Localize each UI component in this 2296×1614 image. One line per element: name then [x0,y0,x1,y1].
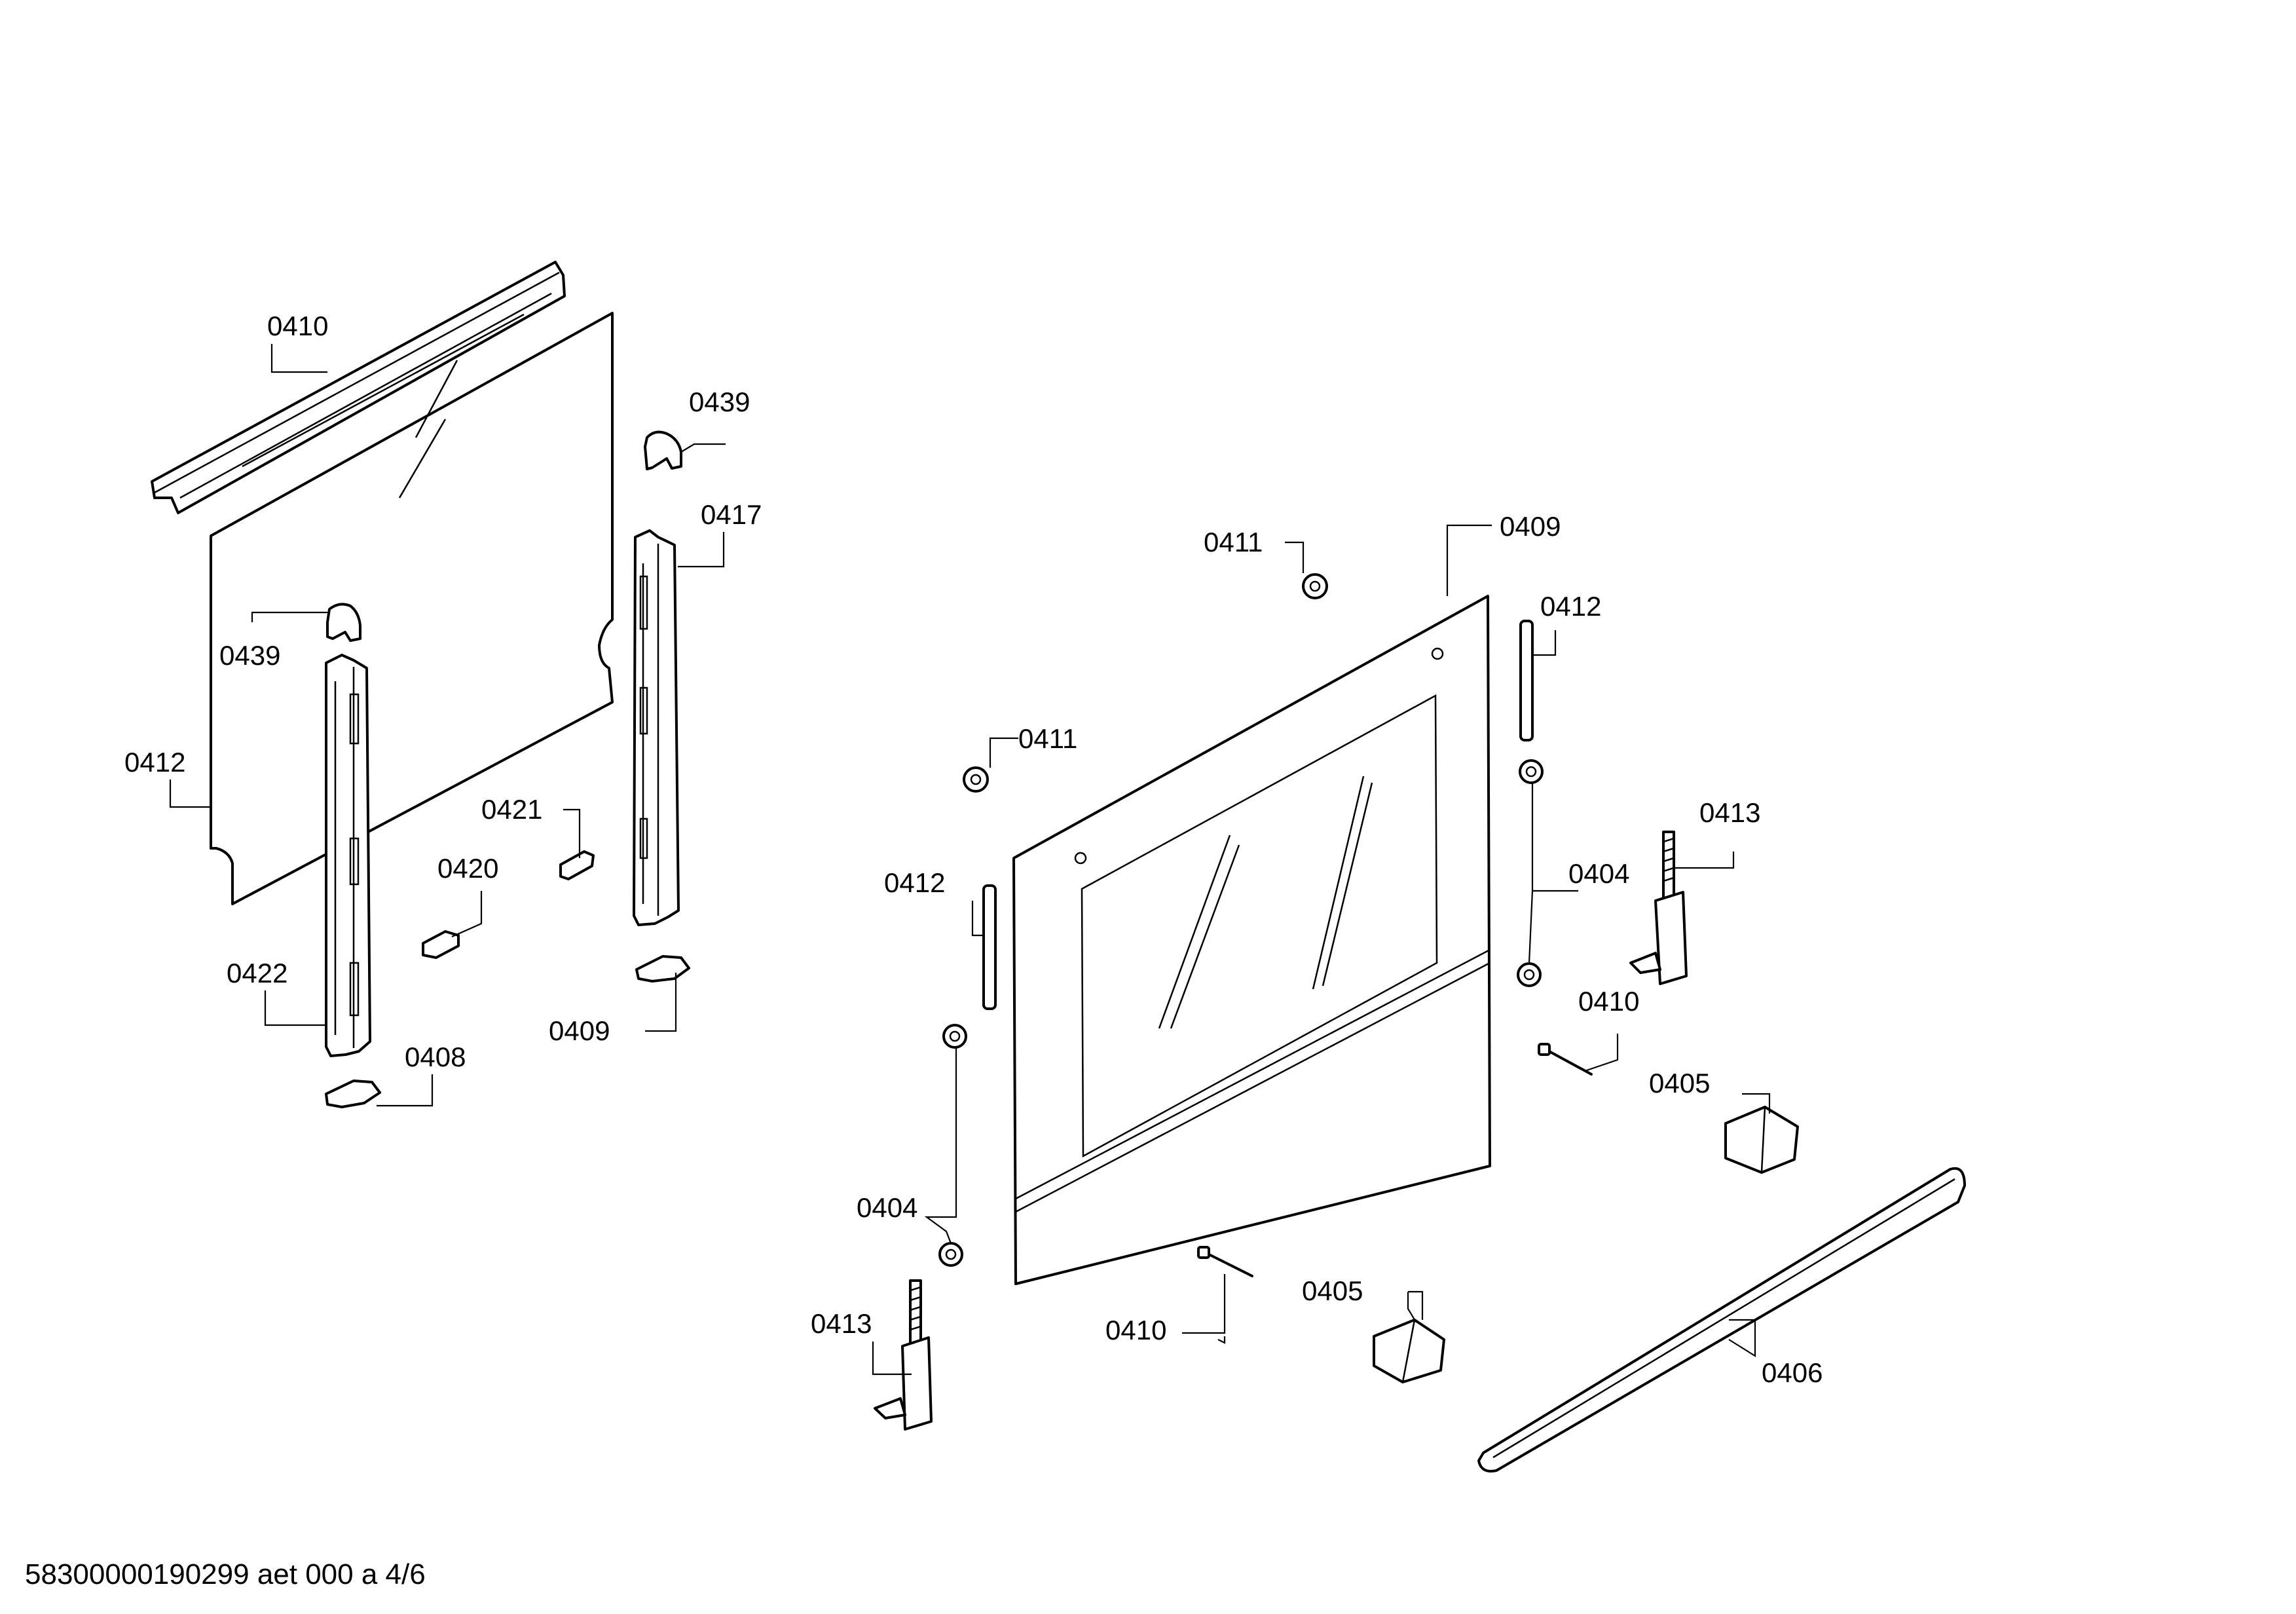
label-0405-cap-right: 0405 [1649,1068,1710,1098]
leader-lines [169,344,1771,1376]
label-0412-inner-glass: 0412 [124,747,185,778]
label-0406-handle-bar: 0406 [1762,1357,1823,1388]
label-0410-pin-right: 0410 [1578,986,1639,1017]
bushing-left-bottom [938,1242,963,1267]
bushing-right-top [1519,759,1544,784]
label-0413-hinge-left: 0413 [811,1308,872,1339]
label-0420-small-block: 0420 [437,853,498,884]
label-0422-rail: 0422 [227,958,287,988]
rail-right [633,529,680,926]
rail-left [325,654,371,1057]
label-0409-door-panel: 0409 [1500,511,1561,542]
pin-bottom [1197,1246,1253,1277]
plug-left [963,766,989,793]
label-0410-top-trim: 0410 [267,310,328,341]
label-0412-strip-left: 0412 [884,867,945,898]
label-0409-hinge-foot: 0409 [549,1015,610,1046]
label-0404-bushing-left: 0404 [857,1192,917,1223]
label-0411-plug-left: 0411 [1018,723,1077,754]
small-clip [559,850,595,880]
label-0439-clip-top: 0439 [689,386,750,417]
label-0404-bushing-right: 0404 [1568,858,1629,889]
label-0417-rail: 0417 [701,499,762,530]
clip-left [326,603,361,642]
label-0410-pin-bottom: 0410 [1105,1315,1166,1345]
hinge-foot-right [635,955,690,983]
inner-glass-panel [210,312,614,905]
hinge-left [874,1279,933,1431]
label-0439-clip-left: 0439 [219,640,280,671]
cap-bottom [1373,1319,1445,1383]
clip-top-right [644,430,682,470]
strip-left [982,884,997,1010]
plug-top [1302,573,1328,599]
label-0413-hinge-right: 0413 [1699,797,1760,828]
strip-right [1519,620,1534,741]
handle-bar [1477,1167,1966,1473]
hinge-right [1629,831,1688,985]
label-0405-cap-bottom: 0405 [1302,1275,1363,1306]
small-block [422,930,460,959]
label-0411-plug-top: 0411 [1204,527,1263,557]
label-0412-strip-right: 0412 [1540,591,1601,622]
hinge-foot-left [325,1079,381,1108]
cap-right [1724,1106,1799,1174]
part-labels: 0410 0439 0417 0439 0412 0421 0420 0422 … [124,310,1823,1388]
door-panel [1012,595,1491,1285]
label-0408-hinge-foot: 0408 [405,1042,466,1072]
label-0421-small-clip: 0421 [481,794,542,825]
document-reference: 58300000190299 aet 000 a 4/6 [25,1558,426,1590]
pin-right [1538,1043,1593,1076]
bushing-right-bottom [1517,962,1542,987]
top-trim-left [151,261,566,514]
bushing-left-top [942,1024,967,1049]
